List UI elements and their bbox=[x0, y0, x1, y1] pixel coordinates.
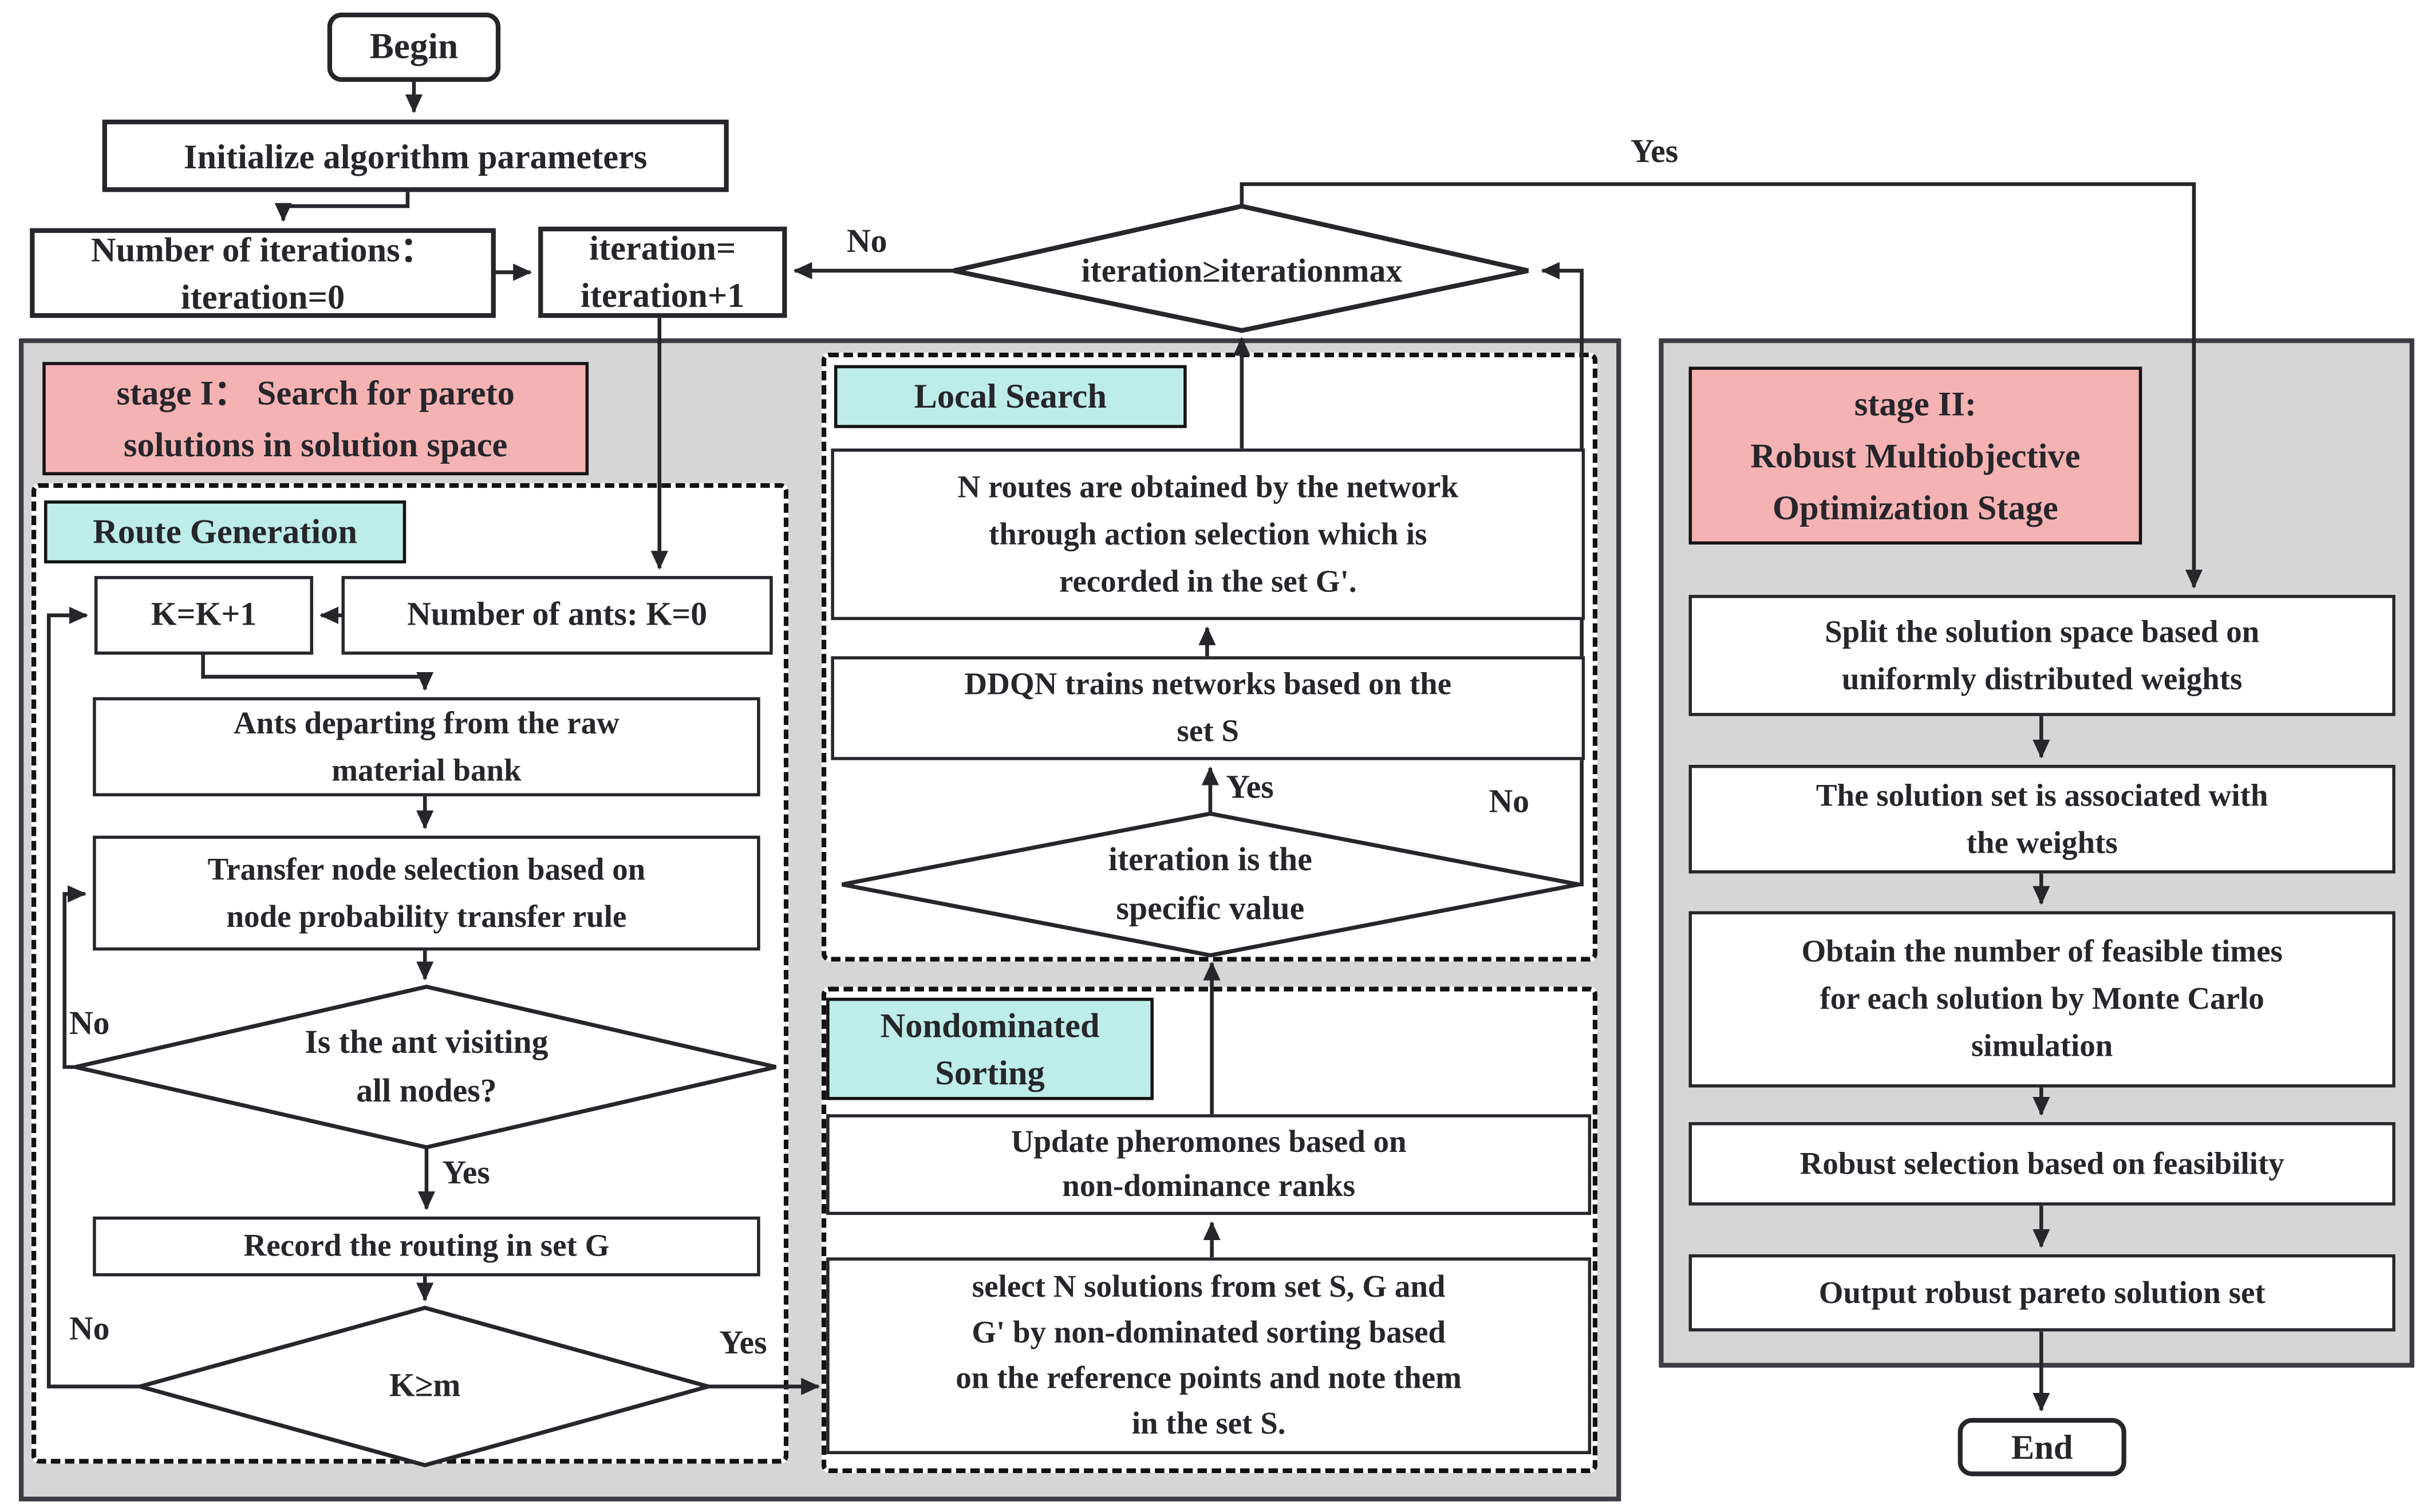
label-no-iteration-max: No bbox=[846, 222, 887, 260]
begin-label: Begin bbox=[369, 26, 459, 66]
select-solutions-node: select N solutions from set S, G and G' … bbox=[826, 1257, 1592, 1454]
edge-iterationcheck-yes-split bbox=[1242, 184, 2203, 589]
k-check-text: K≥m bbox=[267, 1363, 582, 1410]
output-robust-node: Output robust pareto solution set bbox=[1688, 1254, 2395, 1332]
split-solution-node: Split the solution space based on unifor… bbox=[1688, 595, 2395, 716]
output-robust-label: Output robust pareto solution set bbox=[1818, 1275, 2266, 1310]
ant-visiting-text: Is the ant visiting all nodes? bbox=[159, 1015, 694, 1119]
ants-departing-node: Ants departing from the raw material ban… bbox=[93, 697, 760, 796]
begin-node: Begin bbox=[327, 12, 501, 82]
nondominated-title: Nondominated Sorting bbox=[826, 997, 1154, 1100]
label-yes-k-check: Yes bbox=[719, 1323, 767, 1361]
iteration-inc-node: iteration= iteration+1 bbox=[538, 226, 787, 318]
edge-kinc-antsdeparting bbox=[203, 655, 434, 691]
transfer-node-node: Transfer node selection based on node pr… bbox=[93, 835, 760, 951]
edge-kcheck-no-kinc bbox=[49, 606, 140, 1387]
robust-selection-label: Robust selection based on feasibility bbox=[1799, 1146, 2284, 1182]
obtain-feasible-label: Obtain the number of feasible times for … bbox=[1801, 934, 2283, 1064]
local-search-title: Local Search bbox=[834, 365, 1187, 428]
label-no-iter-specific: No bbox=[1489, 782, 1530, 820]
k-inc-node: K=K+1 bbox=[94, 576, 314, 655]
initialize-node: Initialize algorithm parameters bbox=[102, 119, 729, 192]
nondominated-label: Nondominated Sorting bbox=[880, 1005, 1100, 1092]
n-routes-node: N routes are obtained by the network thr… bbox=[831, 448, 1585, 621]
ddqn-node: DDQN trains networks based on the set S bbox=[831, 656, 1585, 760]
ants-departing-label: Ants departing from the raw material ban… bbox=[233, 705, 619, 788]
iter-specific-label: iteration is the specific value bbox=[1108, 839, 1312, 927]
local-search-label: Local Search bbox=[914, 376, 1107, 416]
num-iterations-node: Number of iterations： iteration=0 bbox=[30, 228, 496, 318]
decision-k-geq-m bbox=[140, 1308, 708, 1465]
initialize-label: Initialize algorithm parameters bbox=[183, 136, 648, 176]
label-no-k-check: No bbox=[69, 1309, 110, 1348]
ant-visiting-label: Is the ant visiting all nodes? bbox=[305, 1022, 548, 1110]
decision-iteration-max bbox=[954, 206, 1528, 330]
label-yes-iter-specific: Yes bbox=[1226, 768, 1274, 806]
select-solutions-label: select N solutions from set S, G and G' … bbox=[956, 1269, 1462, 1441]
route-generation-label: Route Generation bbox=[93, 511, 358, 551]
label-no-ant-visiting: No bbox=[69, 1004, 110, 1042]
iteration-check-label: iteration≥iterationmax bbox=[1081, 252, 1403, 290]
route-generation-title: Route Generation bbox=[44, 500, 407, 564]
end-label: End bbox=[2011, 1427, 2073, 1467]
decision-iteration-specific bbox=[842, 814, 1578, 955]
update-pheromones-node: Update pheromones based on non-dominance… bbox=[826, 1114, 1592, 1215]
iteration-check-text: iteration≥iterationmax bbox=[974, 248, 1510, 295]
solution-set-label: The solution set is associated with the … bbox=[1816, 778, 2268, 860]
k-check-label: K≥m bbox=[389, 1366, 461, 1404]
solution-set-node: The solution set is associated with the … bbox=[1688, 764, 2395, 874]
n-routes-label: N routes are obtained by the network thr… bbox=[957, 469, 1459, 599]
edge-initialize-numiterations bbox=[274, 192, 408, 222]
num-iterations-label: Number of iterations： iteration=0 bbox=[90, 229, 435, 316]
stage1-title-label: stage I： Search for pareto solutions in … bbox=[116, 373, 515, 464]
num-ants-node: Number of ants: K=0 bbox=[341, 576, 773, 655]
iter-specific-text: iteration is the specific value bbox=[943, 834, 1478, 935]
stage1-title: stage I： Search for pareto solutions in … bbox=[42, 362, 589, 476]
obtain-feasible-node: Obtain the number of feasible times for … bbox=[1688, 911, 2395, 1088]
record-routing-node: Record the routing in set G bbox=[93, 1216, 760, 1277]
robust-selection-node: Robust selection based on feasibility bbox=[1688, 1122, 2395, 1206]
update-pheromones-label: Update pheromones based on non-dominance… bbox=[1011, 1125, 1407, 1204]
record-routing-label: Record the routing in set G bbox=[243, 1229, 610, 1264]
stage2-title: stage II: Robust Multiobjective Optimiza… bbox=[1688, 366, 2142, 545]
label-yes-iteration-max: Yes bbox=[1630, 132, 1679, 170]
label-yes-ant-visiting: Yes bbox=[442, 1153, 490, 1191]
decision-ant-visiting bbox=[76, 987, 776, 1147]
split-solution-label: Split the solution space based on unifor… bbox=[1825, 614, 2260, 697]
iteration-inc-label: iteration= iteration+1 bbox=[581, 228, 745, 315]
num-ants-label: Number of ants: K=0 bbox=[407, 595, 708, 633]
end-node: End bbox=[1958, 1418, 2126, 1477]
edge-antcheck-no-transfer bbox=[65, 885, 87, 1067]
k-inc-label: K=K+1 bbox=[151, 595, 257, 633]
ddqn-label: DDQN trains networks based on the set S bbox=[964, 667, 1452, 749]
transfer-node-label: Transfer node selection based on node pr… bbox=[207, 852, 646, 934]
stage2-title-label: stage II: Robust Multiobjective Optimiza… bbox=[1750, 384, 2081, 527]
